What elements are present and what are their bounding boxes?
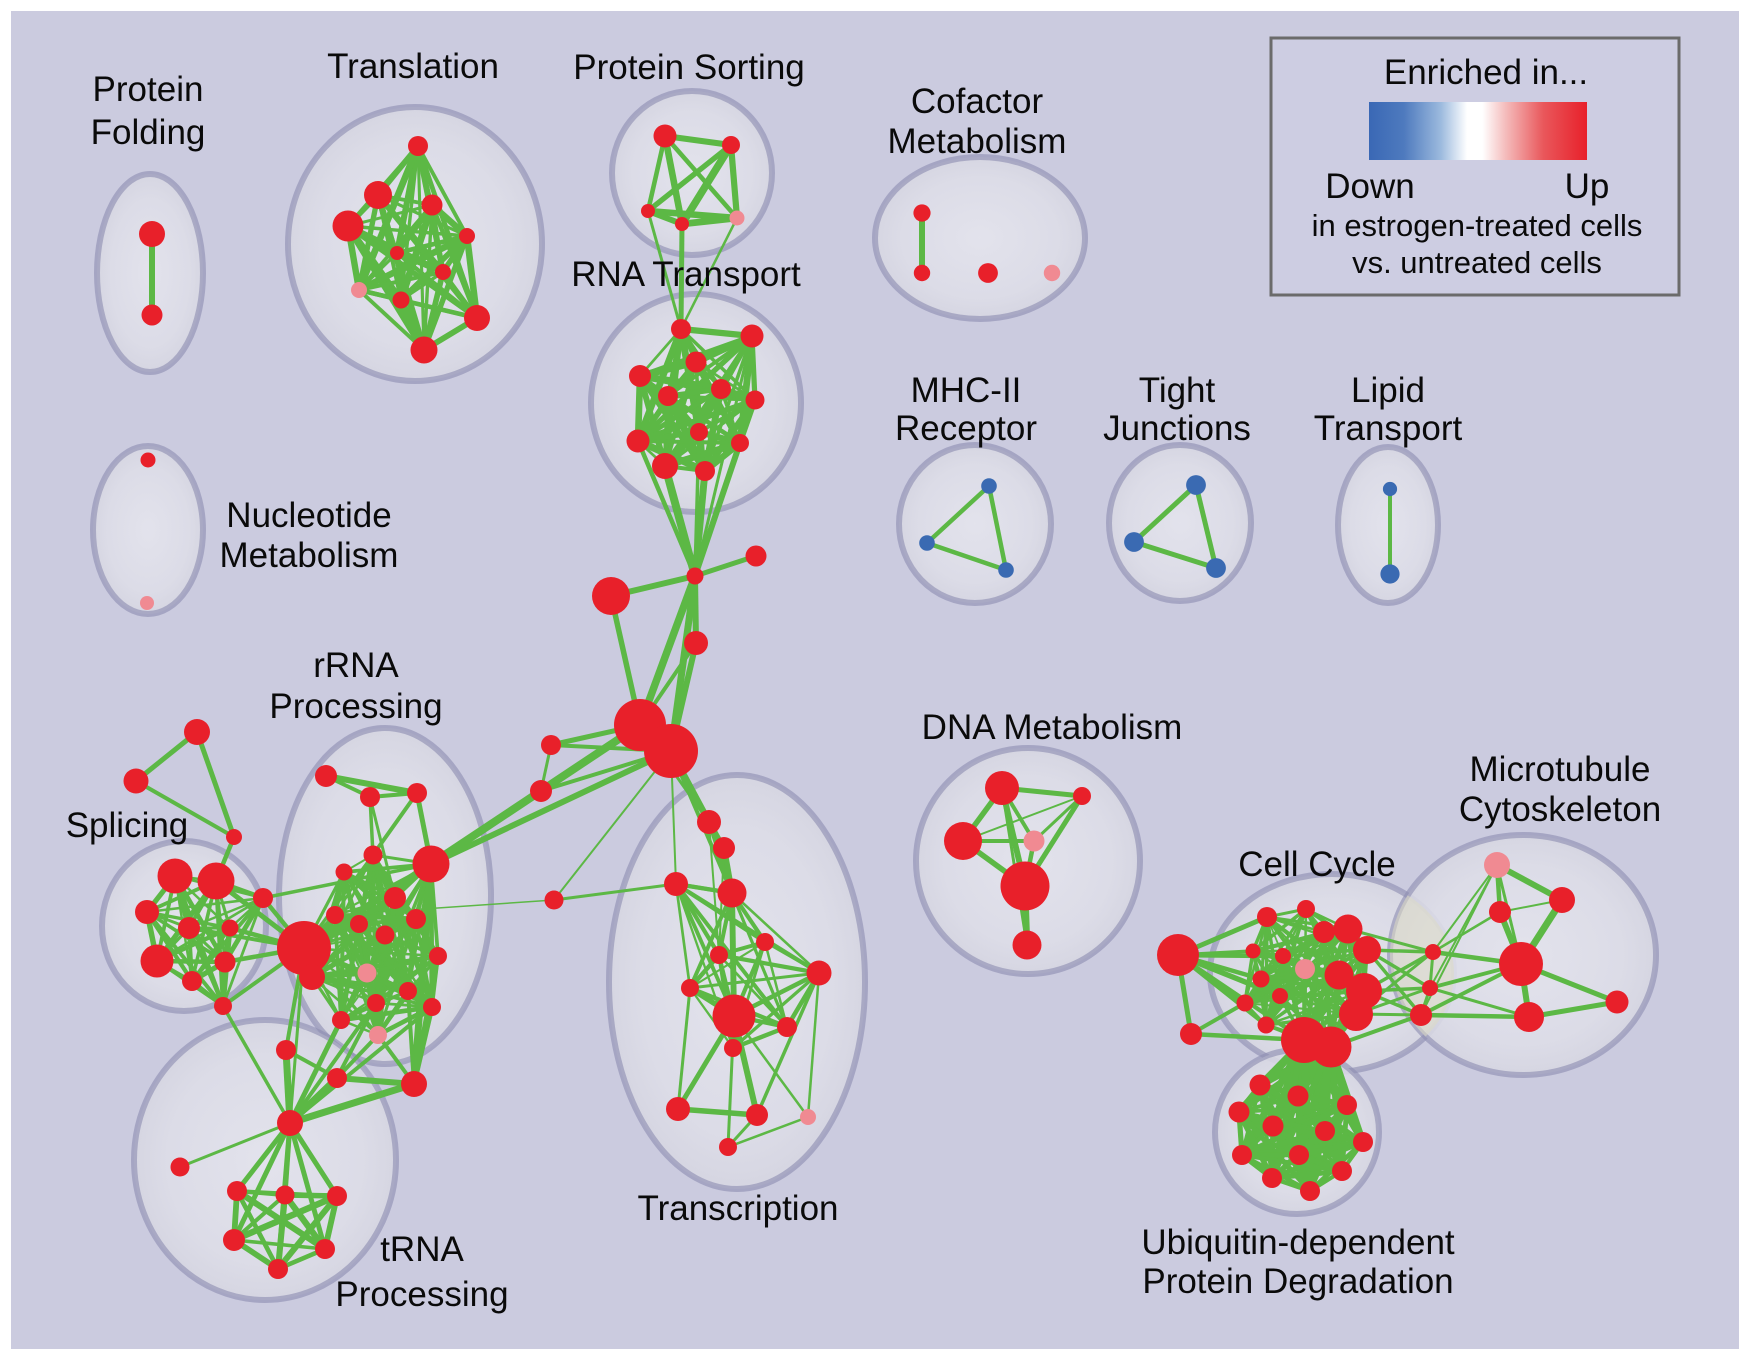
svg-text:Down: Down [1325,167,1414,206]
svg-text:Lipid: Lipid [1351,371,1425,410]
svg-text:Junctions: Junctions [1103,409,1251,448]
svg-text:vs. untreated cells: vs. untreated cells [1352,245,1602,280]
svg-text:Metabolism: Metabolism [220,536,399,575]
svg-text:Tight: Tight [1139,371,1216,410]
svg-text:RNA Transport: RNA Transport [571,255,801,294]
svg-text:Receptor: Receptor [895,409,1037,448]
svg-text:in estrogen-treated cells: in estrogen-treated cells [1312,208,1643,243]
svg-text:Processing: Processing [335,1275,508,1314]
svg-text:Cofactor: Cofactor [911,82,1044,121]
svg-text:Ubiquitin-dependent: Ubiquitin-dependent [1141,1223,1455,1262]
svg-text:Up: Up [1565,167,1610,206]
svg-text:Metabolism: Metabolism [888,122,1067,161]
svg-text:Cell Cycle: Cell Cycle [1238,845,1396,884]
svg-text:Microtubule: Microtubule [1470,750,1651,789]
svg-text:rRNA: rRNA [313,646,399,685]
svg-text:Protein Sorting: Protein Sorting [573,48,805,87]
svg-text:MHC-II: MHC-II [911,371,1022,410]
svg-text:tRNA: tRNA [380,1230,464,1269]
svg-text:Cytoskeleton: Cytoskeleton [1459,790,1661,829]
svg-text:DNA Metabolism: DNA Metabolism [922,708,1183,747]
svg-text:Protein Degradation: Protein Degradation [1142,1262,1453,1301]
svg-text:Nucleotide: Nucleotide [226,496,391,535]
svg-text:Transcription: Transcription [638,1189,839,1228]
svg-text:Enriched in...: Enriched in... [1384,53,1588,92]
svg-text:Transport: Transport [1314,409,1463,448]
svg-text:Folding: Folding [91,113,206,152]
svg-text:Processing: Processing [269,687,442,726]
svg-text:Protein: Protein [93,70,204,109]
svg-text:Translation: Translation [327,47,499,86]
svg-text:Splicing: Splicing [66,806,189,845]
